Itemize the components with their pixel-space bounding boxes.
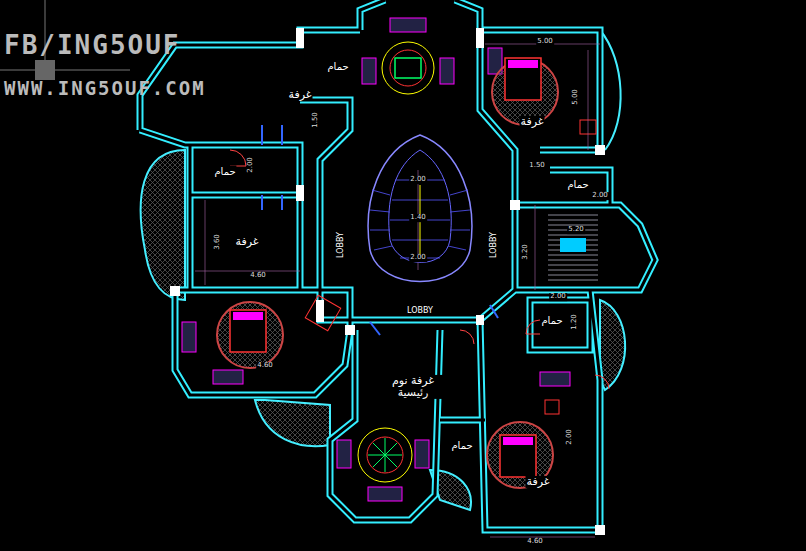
bed xyxy=(217,58,558,488)
dimension-text: 3.20 xyxy=(522,243,530,261)
dimension-text: 2.00 xyxy=(549,293,567,301)
dimension-text: 1.20 xyxy=(571,313,579,331)
furniture xyxy=(182,18,596,501)
dimension-text: 1.40 xyxy=(409,214,427,222)
dimension-text: 4.60 xyxy=(256,362,274,370)
dimension-text: 5.00 xyxy=(572,88,580,106)
room-label: حمام xyxy=(540,315,563,326)
room-label: غرفة نوم رئيسية xyxy=(377,375,449,399)
room-label: غرفة xyxy=(288,89,313,101)
dimension-line xyxy=(195,44,600,537)
wall xyxy=(140,0,655,530)
dimension-text: 4.60 xyxy=(526,538,544,546)
room-label: حمام xyxy=(450,440,473,451)
room-label: حمام xyxy=(213,166,236,177)
dimension-text: 5.20 xyxy=(567,226,585,234)
dimension-text: 2.00 xyxy=(247,156,255,174)
room-label: حمام xyxy=(326,61,349,72)
wall xyxy=(140,0,655,530)
dimension-text: 2.00 xyxy=(566,428,574,446)
balcony xyxy=(141,30,625,510)
staircase xyxy=(548,215,598,280)
watermark-text: FB/ING5OUF xyxy=(3,31,182,60)
room-label: LOBBY xyxy=(406,307,434,316)
room-label: غرفة xyxy=(235,236,260,248)
room-label: غرفة xyxy=(520,116,545,128)
room-label: LOBBY xyxy=(490,231,499,259)
door xyxy=(230,150,609,389)
door-leaf xyxy=(262,125,498,335)
dimension-text: 2.00 xyxy=(409,254,427,262)
room-label: حمام xyxy=(566,179,589,190)
staircase xyxy=(368,135,472,282)
dimension-text: 3.60 xyxy=(214,233,222,251)
room-label: غرفة xyxy=(526,476,551,488)
dimension-text: 2.00 xyxy=(591,192,609,200)
dimension-text: 5.00 xyxy=(536,38,554,46)
dimension-text: 4.60 xyxy=(249,272,267,280)
wall-fill xyxy=(170,28,605,535)
room-label: LOBBY xyxy=(337,231,346,259)
watermark-text: WWW.ING5OUF.COM xyxy=(3,78,207,99)
dimension-text: 1.50 xyxy=(528,162,546,170)
dimension-text: 1.50 xyxy=(312,111,320,129)
dimension-text: 2.00 xyxy=(409,176,427,184)
